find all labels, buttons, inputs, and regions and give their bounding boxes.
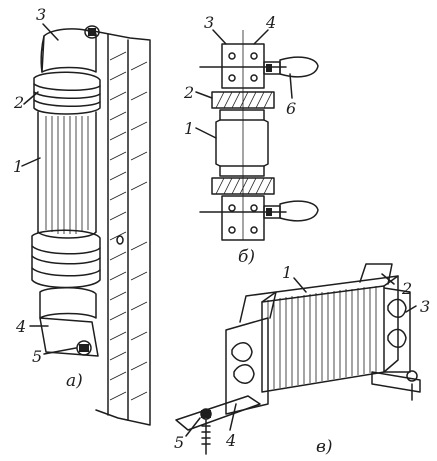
panel-b-caption: б) <box>238 247 255 267</box>
panel-b-callout-4: 4 <box>265 13 276 32</box>
panel-c-callout-3: 3 <box>420 297 430 316</box>
panel-c-leaders <box>185 273 417 437</box>
panel-b-callout-6: 6 <box>286 99 296 118</box>
rail-hole <box>116 235 124 245</box>
panel-c-callout-1: 1 <box>282 263 292 282</box>
panel-a-leaders <box>21 23 77 355</box>
tube-shading <box>45 116 89 234</box>
panel-b-drawing <box>199 30 319 241</box>
panel-a-caption: а) <box>66 371 83 391</box>
panel-a-callout-3: 3 <box>36 5 46 24</box>
panel-b-leaders <box>195 29 293 139</box>
panel-a-callout-4: 4 <box>15 317 26 336</box>
winding-turns <box>267 286 377 390</box>
panel-c-callout-4: 4 <box>225 431 236 450</box>
panel-c-drawing <box>175 263 421 455</box>
panel-a-callout-1: 1 <box>13 157 23 176</box>
panel-c-callout-2: 2 <box>401 279 412 298</box>
rail-hatching <box>109 51 148 401</box>
panel-a-callout-2: 2 <box>13 93 24 112</box>
panel-c-caption: в) <box>316 437 333 457</box>
panel-b-callout-1: 1 <box>184 119 194 138</box>
panel-a-drawing <box>31 25 151 426</box>
panel-c-callout-5: 5 <box>174 433 184 452</box>
panel-b-callout-2: 2 <box>183 83 194 102</box>
panel-b-callout-3: 3 <box>204 13 214 32</box>
panel-a-callout-5: 5 <box>32 347 42 366</box>
